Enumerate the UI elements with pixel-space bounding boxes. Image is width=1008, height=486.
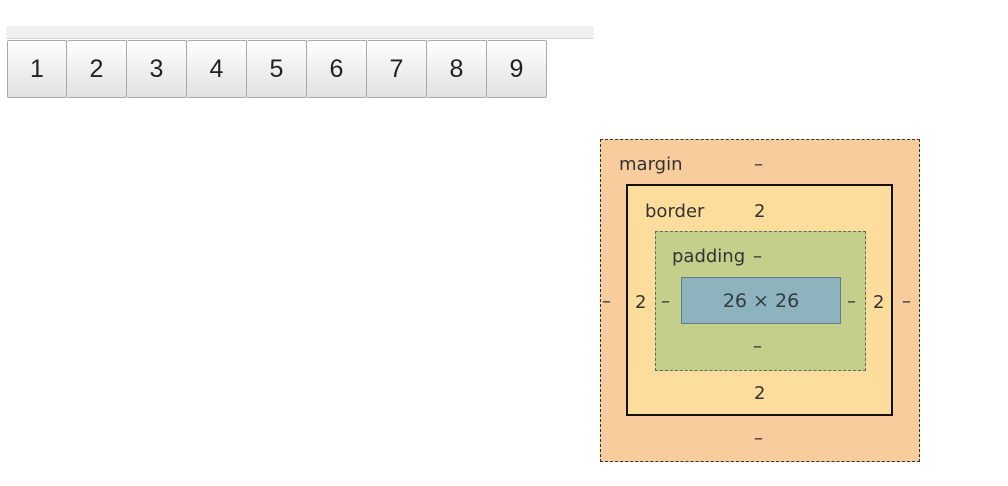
margin-top-value[interactable]: –: [754, 154, 763, 175]
box-model-padding[interactable]: padding – – – – 26 × 26: [655, 231, 866, 371]
box-model-margin[interactable]: margin – – – – border 2 2 2 2 padding – …: [600, 139, 920, 462]
padding-left-value[interactable]: –: [661, 291, 670, 312]
padding-right-value[interactable]: –: [847, 291, 856, 312]
margin-label: margin: [619, 154, 683, 175]
margin-bottom-value[interactable]: –: [754, 428, 763, 449]
number-button-2[interactable]: 2: [67, 40, 127, 98]
border-left-value[interactable]: 2: [635, 292, 647, 313]
padding-label: padding: [672, 246, 746, 267]
border-top-value[interactable]: 2: [754, 201, 766, 222]
number-button-8[interactable]: 8: [427, 40, 487, 98]
margin-left-value[interactable]: –: [602, 291, 611, 312]
number-button-4[interactable]: 4: [187, 40, 247, 98]
box-model-content[interactable]: 26 × 26: [681, 277, 841, 324]
box-model-border[interactable]: border 2 2 2 2 padding – – – – 26 × 26: [626, 184, 893, 416]
padding-top-value[interactable]: –: [753, 246, 762, 267]
number-button-7[interactable]: 7: [367, 40, 427, 98]
border-right-value[interactable]: 2: [873, 292, 885, 313]
number-button-3[interactable]: 3: [127, 40, 187, 98]
border-label: border: [645, 201, 705, 222]
content-size-value: 26 × 26: [722, 289, 800, 312]
number-button-row: 1 2 3 4 5 6 7 8 9: [7, 40, 547, 98]
number-button-1[interactable]: 1: [7, 40, 67, 98]
number-button-9[interactable]: 9: [487, 40, 547, 98]
border-bottom-value[interactable]: 2: [754, 383, 766, 404]
padding-bottom-value[interactable]: –: [753, 336, 762, 357]
toolbar-strip: [6, 26, 594, 39]
number-button-6[interactable]: 6: [307, 40, 367, 98]
number-button-5[interactable]: 5: [247, 40, 307, 98]
margin-right-value[interactable]: –: [902, 291, 911, 312]
